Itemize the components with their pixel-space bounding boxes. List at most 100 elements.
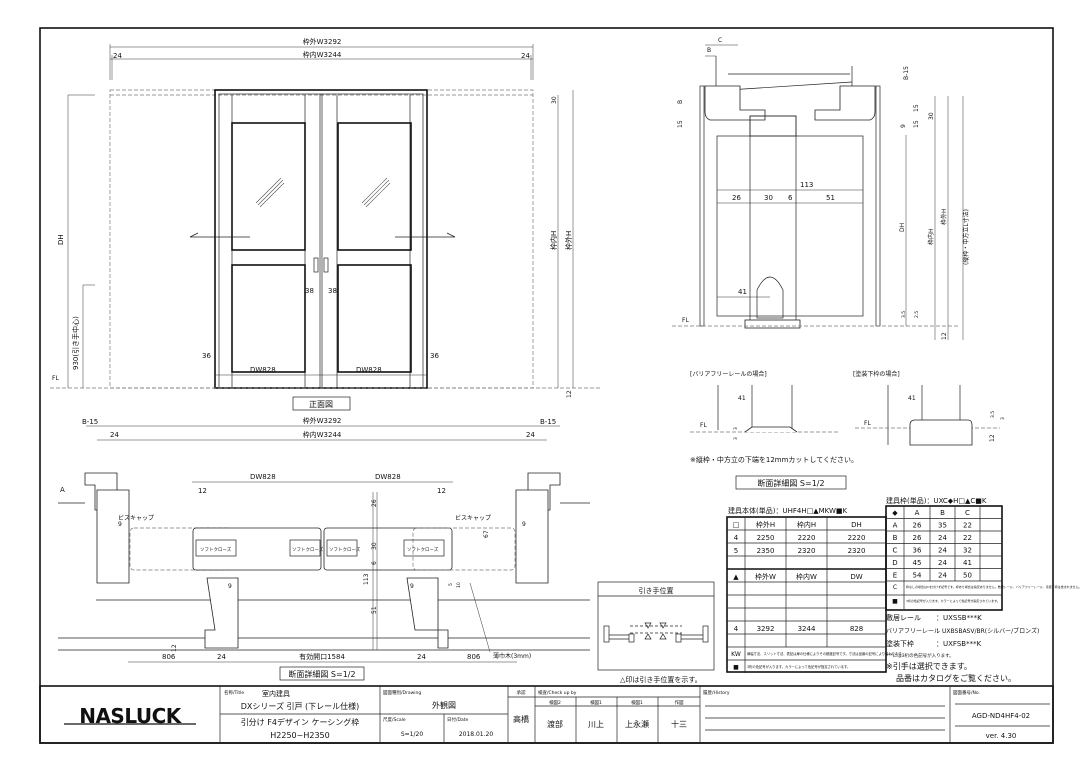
door-note-text: 3桁の色記号が入ります。カラーによって色記号が指定されています。: [747, 664, 850, 669]
catalog-note: 品番はカタログをご覧ください。: [896, 673, 1016, 683]
side-24-left: 24: [113, 52, 122, 60]
frame-table-cell: B: [893, 534, 898, 542]
scale-label: 尺度/Scale: [383, 716, 406, 723]
frame-table-cell: 26: [913, 522, 922, 530]
plan-6: 6: [371, 561, 378, 565]
screw-cap-left: ビスキャップ: [118, 514, 154, 522]
vs-15-a: 15: [913, 104, 920, 112]
vs-113: 113: [800, 181, 813, 189]
approver-name: 高橋: [513, 714, 529, 724]
color-note: ***には3桁の色記号が入ります。: [886, 652, 954, 659]
vs-c: C: [718, 37, 722, 44]
check-label: 検査/Check up by: [538, 689, 577, 696]
right-lower-panel: [337, 264, 412, 373]
frame-table-cell: 26: [913, 534, 922, 542]
frame-note-key: ■: [892, 598, 898, 605]
plan-12-left: 12: [198, 487, 207, 495]
frame-table-cell: C: [965, 509, 970, 517]
soft-close-label-1: ソフトクローズ: [200, 546, 232, 553]
frame-table-cell: ◆: [892, 509, 898, 517]
checker-role-3: 検図1: [631, 699, 643, 706]
frame-table-cell: D: [892, 559, 897, 567]
vertical-section-caption: 断面詳細図 S=1/2: [757, 478, 824, 488]
inner-h-label: 枠内H: [549, 231, 558, 250]
soft-close-label-3: ソフトクローズ: [329, 546, 361, 553]
scale-value: S=1/20: [401, 731, 423, 738]
plan-67: 67: [483, 530, 490, 538]
door-table-title: 建具本体(単品)：UHF4H□▲MKW■K: [728, 506, 848, 515]
vs-dh: DH: [899, 223, 906, 232]
checker-name-4: 十三: [671, 719, 687, 729]
frame-table-cell: 36: [913, 547, 922, 555]
wall-outline: [109, 89, 534, 389]
door-table-cell: 枠外W: [755, 572, 776, 581]
frame-note-text: 3桁の色記号が入ります。カラーによって色記号が指定されています。: [906, 598, 1000, 603]
section-24-right: 24: [526, 431, 535, 439]
vs-26: 26: [732, 194, 741, 202]
cut-note: ※縦枠・中方立の下端を12mmカットしてください。: [690, 455, 858, 464]
part-sill-rail: 敷居レール: [886, 613, 921, 622]
left-glass-panel: [231, 122, 306, 251]
vs-3-5: 3.5: [901, 311, 907, 318]
painted-sill-caption: [塗装下枠の場合]: [853, 370, 900, 378]
dh-label: DH: [57, 234, 65, 245]
stile-36-right: 36: [430, 352, 439, 360]
vertical-section: C B 113 26 30 6 51 41 B 15 B-15 15 9 15 …: [672, 37, 1006, 490]
title-line-1: 室内建具: [262, 689, 290, 698]
frame-note-text: 枠なしの場合はCを付けず記号です。枠あり場合は指定ありません。敷居レール、バリア…: [906, 584, 1080, 589]
drawing-no-label: 図面番号/No.: [953, 689, 980, 696]
vs-6: 6: [788, 194, 793, 202]
plan-12-vert: 12: [171, 644, 178, 652]
vs-15-b: 15: [913, 120, 920, 128]
handle-38-right: 38: [328, 287, 337, 295]
door-table-cell: 828: [850, 625, 863, 633]
door-note-key: ■: [733, 664, 739, 671]
frame-table-cell: 45: [913, 559, 922, 567]
vs-15-left: 15: [677, 120, 684, 128]
door-table-cell: DH: [851, 521, 862, 529]
plan-5: 5: [448, 583, 454, 586]
door-table-cell: DW: [850, 573, 862, 581]
door-table-cell: 2320: [848, 547, 866, 555]
front-view-caption: 正面図: [309, 400, 333, 409]
door-table-cell: 3244: [798, 625, 816, 633]
drawing-version: ver. 4.30: [986, 732, 1017, 740]
title-line-3: 引分け F4デザイン ケーシング枠: [241, 717, 360, 727]
vs-30-right: 30: [928, 112, 935, 120]
screw-cap-right: ビスキャップ: [455, 514, 491, 522]
frame-table-title: 建具枠(単品)：UXC◆H□▲C■K: [886, 496, 987, 505]
door-table-cell: ▲: [733, 573, 739, 581]
frame-table-cell: 35: [938, 522, 947, 530]
vs-note-h: (縦枠・中方立L寸法): [962, 209, 970, 265]
vs-9: 9: [900, 124, 907, 128]
side-24-right: 24: [521, 52, 530, 60]
bf-3-b: 3: [733, 437, 739, 440]
frame-table-cell: 22: [963, 534, 972, 542]
outer-width-label: 枠外W3292: [303, 37, 342, 46]
sheet-border: [39, 27, 1054, 744]
bottom-12-label: 12: [566, 390, 573, 398]
frame-table-cell: 54: [913, 572, 922, 580]
door-table-cell: 2220: [798, 534, 816, 542]
right-stopper-profile: [406, 577, 449, 649]
left-handle-icon: [313, 257, 319, 273]
plan-section: B-15 B-15 枠外W3292 枠内W3244 24 24 DW828 DW…: [58, 416, 590, 681]
vs-inner-h: 枠内H: [927, 228, 935, 245]
approve-label: 承認: [517, 689, 526, 696]
handle-select-note: ※引手は選択できます。: [886, 661, 972, 671]
vs-30: 30: [764, 194, 773, 202]
door-table-cell: □: [733, 521, 740, 529]
inner-width-label: 枠内W3244: [303, 50, 342, 59]
plan-24-right-bottom: 24: [417, 653, 426, 661]
part-barrier-free: バリアフリーレール: [886, 628, 940, 635]
plan-806-right: 806: [467, 653, 481, 661]
vs-51: 51: [826, 194, 835, 202]
history-label: 履歴/History: [703, 690, 730, 696]
right-handle-icon: [323, 257, 329, 273]
stop-9-left: 9: [228, 583, 232, 590]
left-lower-panel: [231, 264, 306, 373]
b15-right: B-15: [540, 418, 556, 426]
door-table-cell: 4: [734, 534, 739, 542]
effective-opening: 有効開口1584: [299, 652, 345, 661]
floor-rail-icon: [744, 319, 801, 329]
